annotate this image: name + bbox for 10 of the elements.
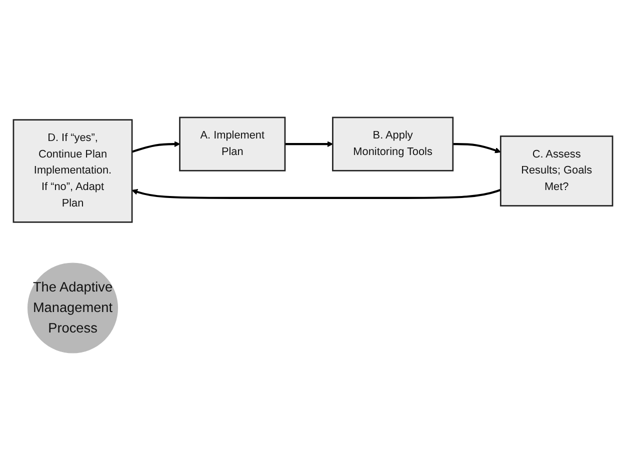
arrow xyxy=(284,140,333,147)
flowchart: D. If “yes”, Continue Plan Implementation. If “no”, Adapt Plan A. Implement Plan The Adaptive Management Process C. Assess Results; Goals Met? B. Apply Monitoring Tools xyxy=(8,112,618,358)
node-circle xyxy=(27,262,118,354)
node-box xyxy=(179,116,286,172)
arrow xyxy=(132,140,180,153)
node-box xyxy=(12,118,133,223)
node-box xyxy=(332,116,454,172)
arrow xyxy=(452,142,501,154)
arrow xyxy=(132,188,501,199)
node-box xyxy=(500,135,614,206)
